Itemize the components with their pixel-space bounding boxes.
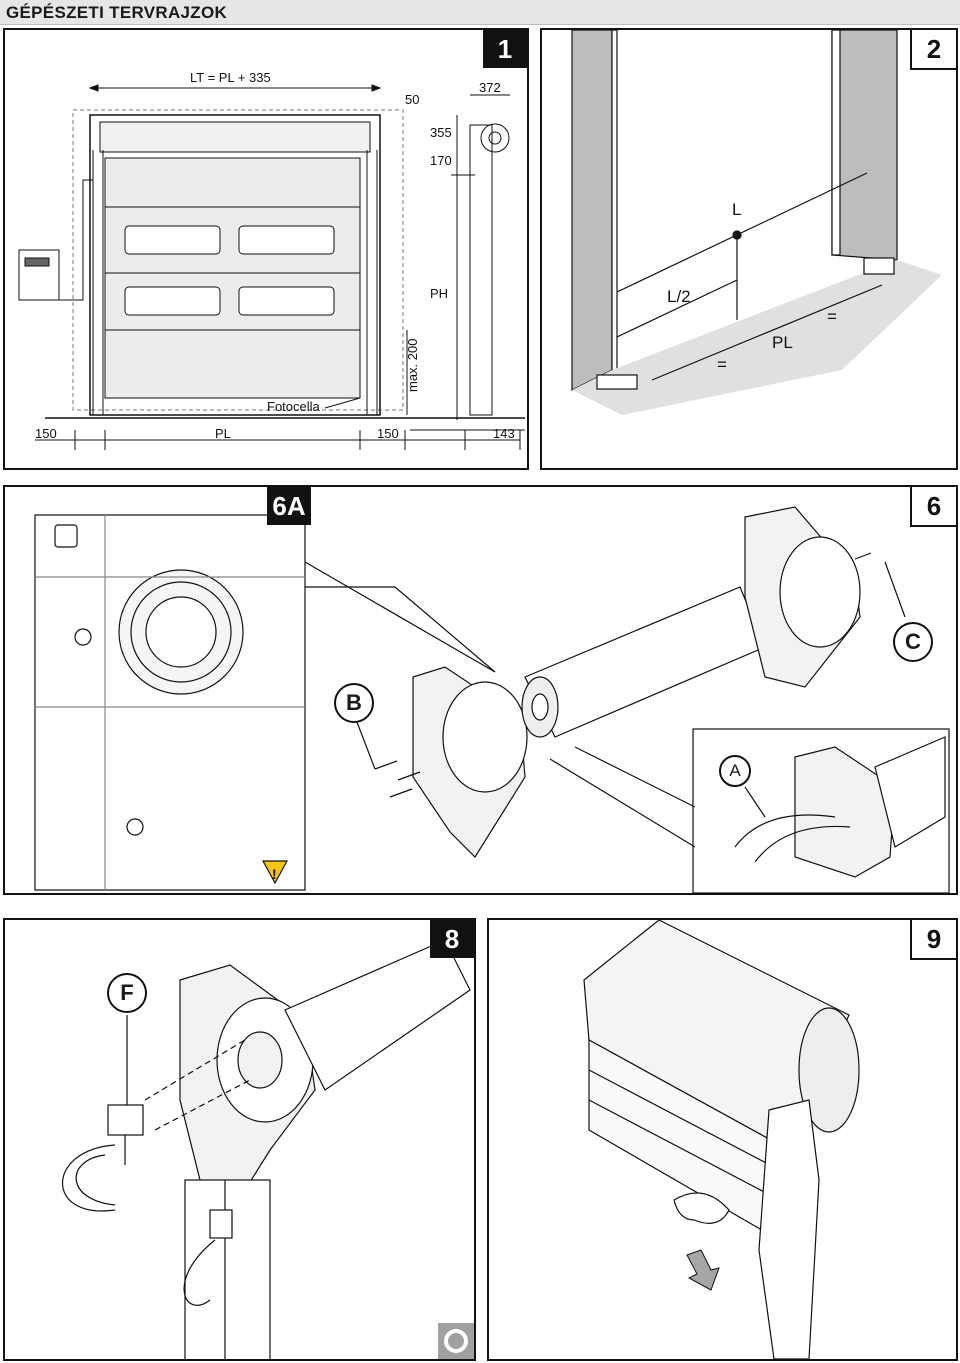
dim-355: 355 <box>430 125 452 140</box>
page-header: GÉPÉSZETI TERVRAJZOK <box>0 0 960 25</box>
dim-pl-2: PL <box>772 333 793 352</box>
dim-150-right: 150 <box>377 426 399 441</box>
dim-170: 170 <box>430 153 452 168</box>
motor-installation-drawing: ! <box>34 506 950 893</box>
opening-measurement-drawing: L L/2 PL = = <box>571 30 942 415</box>
figure-number-2: 2 <box>910 30 956 70</box>
footer-circle-icon <box>438 1323 474 1359</box>
dim-ph: PH <box>430 286 448 301</box>
door-elevation-drawing: LT = PL + 335 50 372 355 170 PH max. 200… <box>18 70 525 450</box>
curtain-pulldown-drawing <box>583 920 860 1359</box>
label-a: A <box>719 755 751 787</box>
figure-number-8: 8 <box>430 920 474 958</box>
label-b: B <box>334 683 374 723</box>
arrow-down-icon <box>686 1249 720 1291</box>
limit-switch-drawing <box>62 939 474 1359</box>
page-title: GÉPÉSZETI TERVRAJZOK <box>6 3 228 22</box>
figure-number-6: 6 <box>910 487 956 527</box>
label-f: F <box>107 973 147 1013</box>
dim-l2: L/2 <box>667 287 691 306</box>
eq-right: = <box>827 307 837 326</box>
figure-number-1: 1 <box>483 30 527 68</box>
figure-panel-6: 6 6A <box>3 485 958 895</box>
dim-l: L <box>732 200 741 219</box>
dim-50: 50 <box>405 92 419 107</box>
warning-triangle-icon: ! <box>272 866 277 882</box>
detail-6a-badge: 6A <box>267 487 311 525</box>
fotocella-label: Fotocella <box>267 399 321 414</box>
dim-lt: LT = PL + 335 <box>190 70 271 85</box>
dim-143: 143 <box>493 426 515 441</box>
dim-max200: max. 200 <box>405 339 420 392</box>
dim-150-left: 150 <box>35 426 57 441</box>
dim-372: 372 <box>479 80 501 95</box>
figure-panel-8: 8 F <box>3 918 476 1361</box>
figure-panel-2: 2 L L/2 PL = = <box>540 28 958 470</box>
figure-panel-9: 9 <box>487 918 958 1361</box>
dim-pl: PL <box>215 426 231 441</box>
label-c: C <box>893 622 933 662</box>
figure-number-9: 9 <box>910 920 956 960</box>
figure-panel-1: 1 <box>3 28 529 470</box>
eq-left: = <box>717 355 727 374</box>
